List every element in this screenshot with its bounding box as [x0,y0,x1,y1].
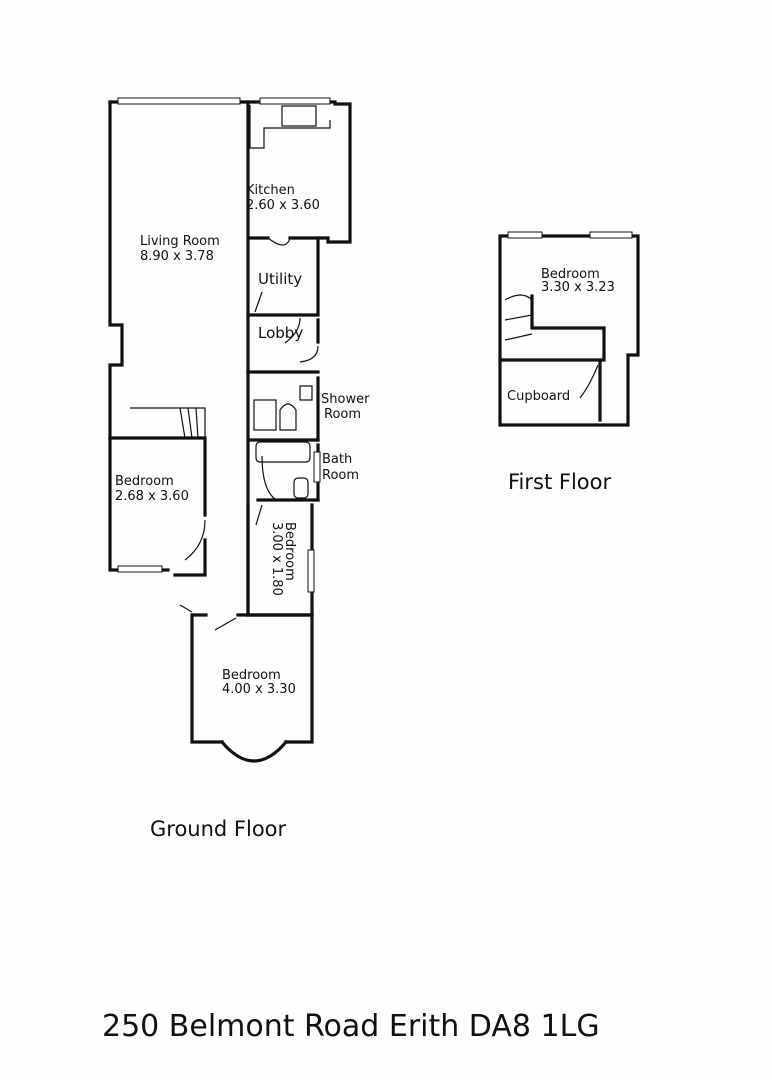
shower-room-line2: Room [324,407,361,422]
bedroom-small-dims: 3.00 x 1.80 [269,522,284,596]
bedroom-front-dims: 4.00 x 3.30 [222,682,296,697]
bedroom-small-name: Bedroom [282,522,297,581]
kitchen-dims: 2.60 x 3.60 [246,198,320,213]
lobby-name: Lobby [258,324,303,342]
bath-room-line1: Bath [322,452,352,467]
bedroom-front-name: Bedroom [222,668,281,683]
bedroom-left-dims: 2.68 x 3.60 [115,489,189,504]
cupboard-name: Cupboard [507,389,570,404]
property-address: 250 Belmont Road Erith DA8 1LG [102,1009,600,1044]
ground-floor-walls [108,97,352,763]
living-room-name: Living Room [140,234,220,249]
kitchen-name: Kitchen [246,183,295,198]
first-floor-walls [498,231,640,427]
ground-floor-title: Ground Floor [150,817,287,841]
bedroom-first-name: Bedroom [541,267,600,282]
utility-name: Utility [258,270,302,288]
living-room-dims: 8.90 x 3.78 [140,249,214,264]
bedroom-left-name: Bedroom [115,474,174,489]
first-floor-title: First Floor [508,470,611,494]
shower-room-line1: Shower [321,392,370,407]
bath-room-line2: Room [322,468,359,483]
bedroom-first-dims: 3.30 x 3.23 [541,280,615,295]
